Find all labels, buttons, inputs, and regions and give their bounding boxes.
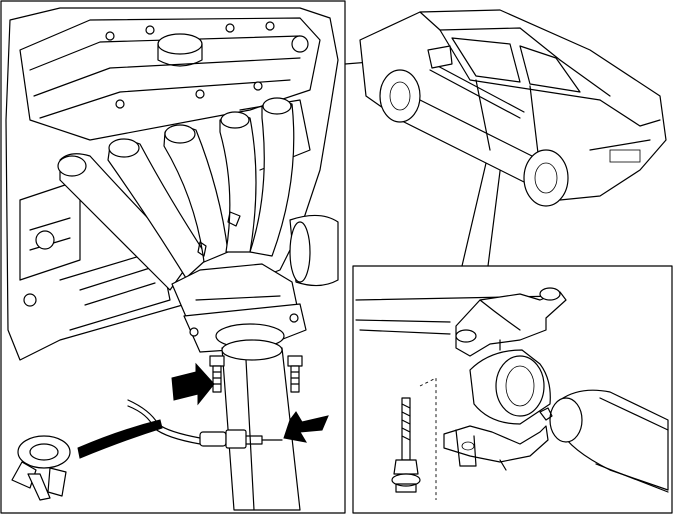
wire-clip-icon (11, 435, 71, 501)
flange-stud-icon (209, 355, 225, 393)
alignment-guide (419, 377, 437, 500)
rubber-hanger-icon (455, 287, 567, 357)
exhaust-manifold-icon (57, 97, 307, 353)
bolt-icon (391, 397, 421, 493)
exhaust-pipe-icon (469, 349, 669, 493)
engine-exhaust-manifold-view (0, 0, 346, 514)
arrow-icon (283, 411, 329, 443)
arrow-icon (77, 419, 163, 459)
oxygen-sensor-icon (127, 399, 283, 449)
exhaust-pipe-hanger-detail-view (352, 265, 673, 514)
engine-block-icon (5, 7, 339, 361)
exhaust-downpipe-icon (221, 339, 301, 511)
left-panel-border (0, 0, 346, 514)
bracket-icon (443, 407, 553, 471)
arrow-icon (171, 362, 215, 406)
vehicle-underbody-location-view (359, 9, 667, 207)
detail-panel-border (352, 265, 673, 514)
flange-stud-icon (287, 355, 303, 393)
car-icon (359, 9, 667, 207)
